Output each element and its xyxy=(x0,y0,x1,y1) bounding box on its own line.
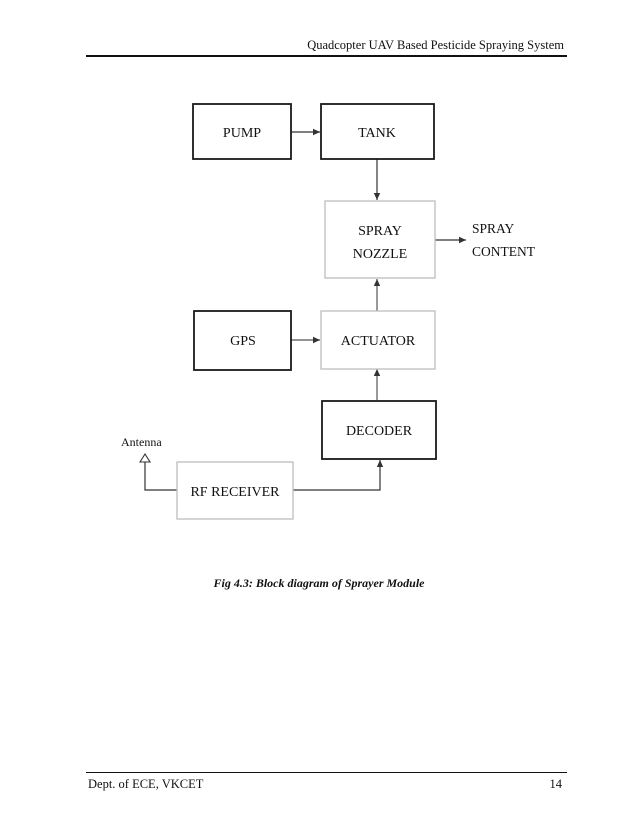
pump-label: PUMP xyxy=(223,126,261,141)
actuator-block xyxy=(320,310,436,370)
gps-label: GPS xyxy=(230,334,256,349)
spray-content-label-line2: CONTENT xyxy=(472,244,536,259)
header-rule xyxy=(86,55,567,57)
footer-rule xyxy=(86,772,567,773)
spray-nozzle-block xyxy=(324,200,436,279)
decoder-label: DECODER xyxy=(346,424,413,439)
antenna-icon xyxy=(139,452,151,463)
antenna-line xyxy=(144,462,177,491)
pump-block xyxy=(192,103,292,160)
spray-nozzle-label-line1: SPRAY xyxy=(358,224,402,239)
header-title: Quadcopter UAV Based Pesticide Spraying … xyxy=(307,38,564,52)
rf-receiver-label: RF RECEIVER xyxy=(190,485,280,500)
spray-nozzle-label-line2: NOZZLE xyxy=(353,247,407,262)
spray-content-label-line1: SPRAY xyxy=(472,221,515,236)
page-number: 14 xyxy=(549,777,563,791)
figure-caption: Fig 4.3: Block diagram of Sprayer Module xyxy=(213,576,425,590)
arrow-rf-to-decoder xyxy=(293,460,384,491)
gps-block xyxy=(193,310,292,371)
tank-block xyxy=(320,103,435,160)
rf-receiver-block xyxy=(176,461,294,520)
tank-label: TANK xyxy=(358,126,396,141)
antenna-label: Antenna xyxy=(121,435,162,449)
actuator-label: ACTUATOR xyxy=(341,334,416,349)
decoder-block xyxy=(321,400,437,460)
footer-department: Dept. of ECE, VKCET xyxy=(88,777,204,791)
